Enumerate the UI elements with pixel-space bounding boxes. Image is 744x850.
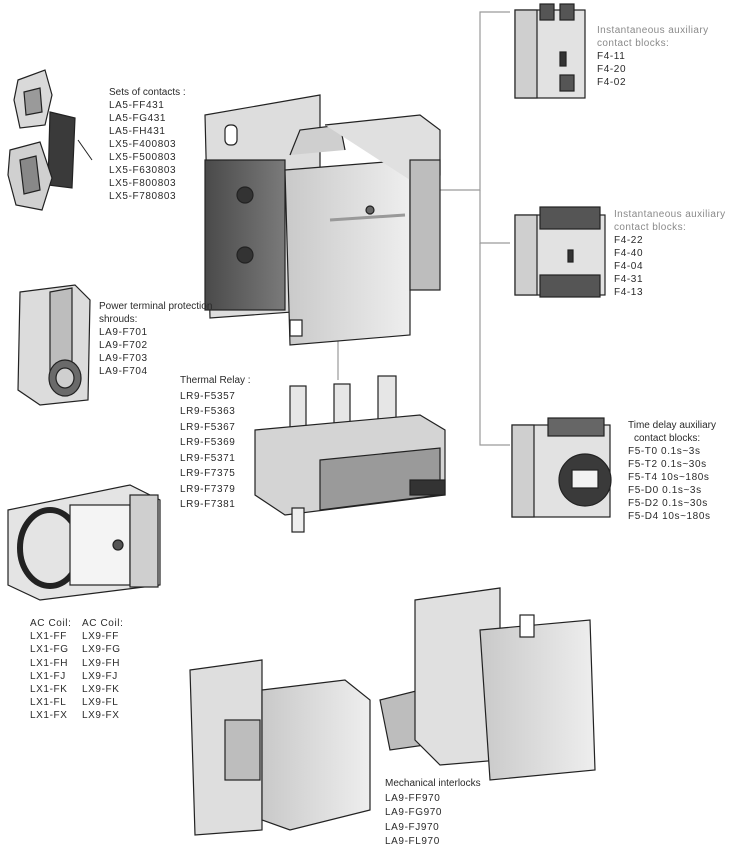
part-number: LR9-F7379	[180, 483, 236, 495]
part-number: LA5-FG431	[109, 113, 167, 124]
thermal-relay-label: Thermal Relay : LR9-F5357 LR9-F5363 LR9-…	[180, 373, 251, 513]
part-number: LR9-F5363	[180, 406, 236, 417]
ac-coil-heading: AC Coil:	[82, 618, 124, 629]
part-number: LX1-FK	[30, 684, 68, 696]
aux-top-label: Instantaneous auxiliary contact blocks: …	[597, 24, 709, 89]
part-number: LX1-FX	[30, 710, 68, 722]
part-number: F5-T0 0.1s~3s	[628, 446, 701, 457]
part-number: F4-04	[614, 261, 644, 272]
part-number: LA9-F701	[99, 327, 148, 338]
part-number: LA9-F704	[99, 366, 148, 377]
part-number: LA9-F703	[99, 353, 148, 364]
part-number: F5-D2 0.1s~30s	[628, 498, 708, 509]
coil-image	[7, 484, 161, 601]
time-delay-block-image	[511, 417, 612, 518]
part-number: LX9-FL	[82, 697, 119, 709]
part-number: LX1-FF	[30, 631, 67, 643]
ac-coil-heading: AC Coil:	[30, 618, 72, 629]
interlock-image	[189, 587, 596, 836]
part-number: LX9-FF	[82, 631, 119, 643]
part-number: LR9-F5357	[180, 390, 236, 402]
part-number: LX5-F400803	[109, 139, 177, 150]
aux-mid-heading: Instantaneous auxiliary	[614, 209, 726, 220]
time-delay-label: Time delay auxiliary contact blocks: F5-…	[628, 419, 716, 523]
part-number: LR9-F7375	[180, 468, 236, 479]
part-number: LA9-F702	[99, 340, 148, 351]
aux-block-top-image	[514, 3, 586, 99]
ac-coil-lx9-column: AC Coil: LX9-FF LX9-FG LX9-FH LX9-FJ LX9…	[82, 617, 123, 723]
aux-mid-label: Instantaneous auxiliary contact blocks: …	[614, 208, 726, 299]
part-number: LR9-F5369	[180, 437, 236, 448]
time-delay-heading: Time delay auxiliary	[628, 420, 716, 431]
part-number: LR9-F5367	[180, 421, 236, 433]
time-delay-heading-2: contact blocks:	[634, 433, 701, 444]
shroud-image	[17, 284, 91, 406]
shrouds-heading: Power terminal protection	[99, 301, 213, 312]
interlocks-heading: Mechanical interlocks	[385, 778, 481, 789]
part-number: F4-11	[597, 51, 626, 62]
part-number: LA5-FH431	[109, 126, 166, 137]
aux-top-heading: Instantaneous auxiliary	[597, 25, 709, 36]
part-number: LX9-FJ	[82, 670, 118, 682]
sets-of-contacts-label: Sets of contacts : LA5-FF431 LA5-FG431 L…	[109, 86, 186, 203]
main-contactor-image	[204, 94, 441, 346]
part-number: LX5-F780803	[109, 191, 177, 202]
contact-set-image	[7, 69, 93, 211]
part-number: F5-D0 0.1s~3s	[628, 485, 702, 496]
part-number: F5-D4 10s~180s	[628, 511, 711, 522]
part-number: LX9-FH	[82, 657, 121, 669]
connector-lines	[337, 11, 510, 446]
part-number: LX1-FJ	[30, 670, 66, 682]
interlocks-label: Mechanical interlocks LA9-FF970 LA9-FG97…	[385, 777, 481, 850]
part-number: LX5-F500803	[109, 152, 177, 163]
part-number: F4-13	[614, 287, 644, 298]
part-number: LA9-FJ970	[385, 821, 440, 833]
part-number: F4-22	[614, 235, 644, 246]
part-number: LA9-FL970	[385, 836, 440, 847]
part-number: LR9-F5371	[180, 452, 236, 464]
part-number: LA5-FF431	[109, 100, 165, 111]
part-number: LX1-FH	[30, 657, 69, 669]
part-number: LX1-FG	[30, 644, 69, 656]
shrouds-heading-2: shrouds:	[99, 314, 138, 325]
part-number: F5-T4 10s~180s	[628, 472, 710, 483]
part-number: F4-20	[597, 64, 627, 75]
part-number: LX5-F800803	[109, 178, 177, 189]
part-number: LX1-FL	[30, 697, 67, 709]
aux-block-mid-image	[514, 206, 606, 298]
part-number: F4-31	[614, 274, 644, 285]
part-number: F4-40	[614, 248, 644, 259]
part-number: LX9-FX	[82, 710, 120, 722]
shrouds-label: Power terminal protection shrouds: LA9-F…	[99, 300, 212, 378]
thermal-relay-heading: Thermal Relay :	[180, 375, 251, 386]
part-number: LR9-F7381	[180, 499, 236, 510]
part-number: F5-T2 0.1s~30s	[628, 459, 707, 470]
aux-mid-heading-2: contact blocks:	[614, 222, 687, 233]
aux-top-heading-2: contact blocks:	[597, 38, 670, 49]
part-number: LA9-FF970	[385, 792, 441, 804]
part-number: LA9-FG970	[385, 807, 443, 818]
part-number: LX5-F630803	[109, 165, 177, 176]
part-number: F4-02	[597, 77, 627, 88]
sets-of-contacts-heading: Sets of contacts :	[109, 87, 186, 98]
thermal-relay-image	[254, 375, 446, 533]
part-number: LX9-FG	[82, 644, 121, 656]
part-number: LX9-FK	[82, 684, 120, 696]
ac-coil-lx1-column: AC Coil: LX1-FF LX1-FG LX1-FH LX1-FJ LX1…	[30, 617, 71, 723]
